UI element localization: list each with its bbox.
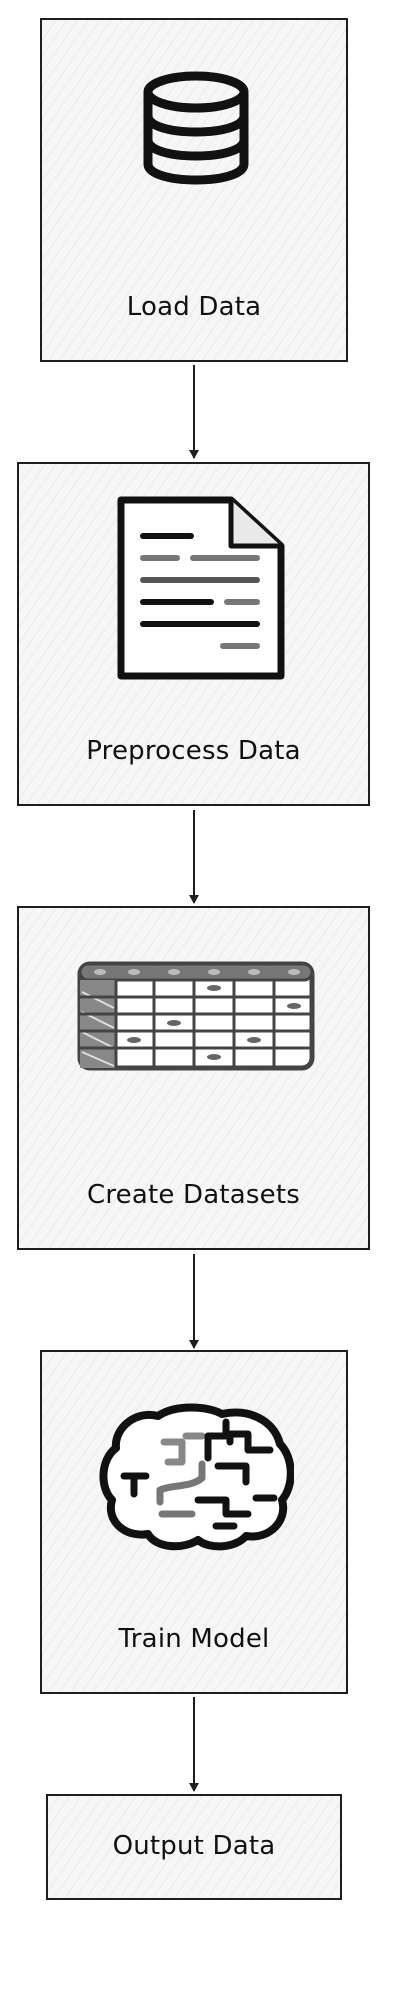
brain-icon (98, 1402, 294, 1552)
step-output-data[interactable]: Output Data (46, 1794, 342, 1900)
step-label: Load Data (126, 292, 262, 322)
step-train-model[interactable]: Train Model (40, 1350, 348, 1694)
document-icon (107, 494, 287, 684)
step-label: Create Datasets (86, 1180, 301, 1210)
step-create-datasets[interactable]: Create Datasets (17, 906, 370, 1250)
step-label: Output Data (112, 1831, 276, 1861)
database-icon (138, 70, 254, 186)
step-preprocess-data[interactable]: Preprocess Data (17, 462, 370, 806)
step-label: Train Model (118, 1624, 270, 1654)
table-icon (76, 960, 316, 1072)
step-label: Preprocess Data (86, 736, 301, 766)
step-load-data[interactable]: Load Data (40, 18, 348, 362)
